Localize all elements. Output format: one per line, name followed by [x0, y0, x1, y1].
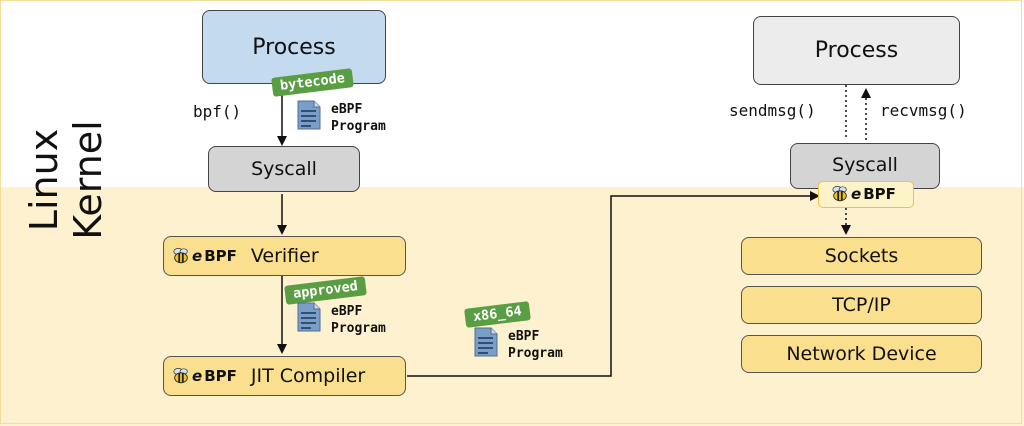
logo-suffix: BPF [204, 367, 237, 385]
verifier-label: Verifier [250, 245, 319, 267]
left-syscall-box: Syscall [208, 146, 360, 192]
logo-prefix: e [192, 367, 203, 385]
program-line-program: Program [508, 346, 563, 361]
document-icon [474, 327, 498, 357]
kernel-title-line1: Linux [22, 128, 66, 232]
program-line-ebpf: eBPF [331, 304, 363, 319]
bee-icon [173, 367, 188, 384]
left-process-box: Process [202, 10, 386, 84]
tcpip-label: TCP/IP [832, 294, 891, 316]
network-device-box: Network Device [741, 335, 982, 373]
jit-label: JIT Compiler [250, 365, 366, 387]
ebpf-program-label-3: eBPF Program [508, 328, 563, 362]
right-process-box: Process [753, 16, 960, 85]
program-line-program: Program [331, 119, 386, 134]
kernel-title: Linux Kernel [22, 120, 110, 240]
sendmsg-label: sendmsg() [729, 101, 816, 120]
arrow-jit-to-hook [407, 191, 820, 377]
document-icon [297, 100, 321, 130]
bee-icon [173, 247, 188, 264]
tcpip-box: TCP/IP [741, 286, 982, 324]
recvmsg-label: recvmsg() [880, 101, 967, 120]
left-syscall-label: Syscall [251, 158, 317, 180]
logo-prefix: e [192, 247, 203, 265]
network-device-label: Network Device [786, 343, 937, 365]
left-process-label: Process [252, 34, 336, 60]
right-process-label: Process [814, 38, 899, 63]
logo-suffix: BPF [863, 185, 896, 203]
program-line-program: Program [331, 321, 386, 336]
logo-prefix: e [851, 185, 862, 203]
logo-suffix: BPF [204, 247, 237, 265]
document-icon [297, 302, 321, 332]
sockets-label: Sockets [824, 245, 899, 267]
ebpf-program-label-1: eBPF Program [331, 101, 386, 135]
right-syscall-label: Syscall [832, 154, 898, 176]
program-line-ebpf: eBPF [331, 102, 363, 117]
ebpf-program-label-2: eBPF Program [331, 303, 386, 337]
bee-icon [832, 185, 847, 202]
sockets-box: Sockets [741, 237, 982, 275]
bpf-call-label: bpf() [193, 102, 242, 121]
kernel-title-line2: Kernel [66, 120, 110, 240]
program-line-ebpf: eBPF [508, 329, 540, 344]
